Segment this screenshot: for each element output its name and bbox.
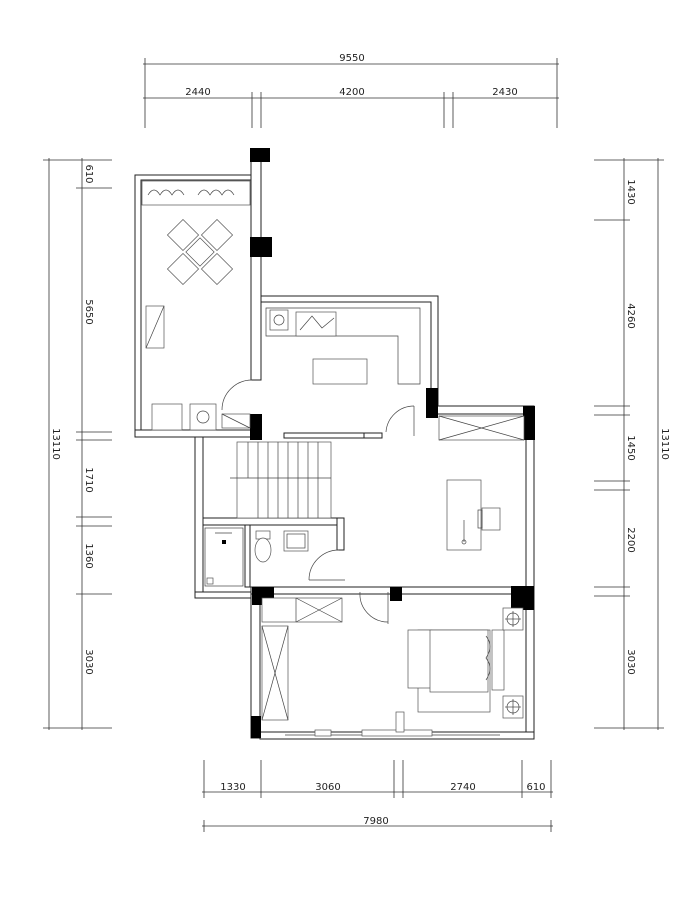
washing-machine [151, 403, 217, 431]
dimension-right-segment-2: 4260 [625, 303, 636, 328]
dimension-right-segment-1: 1430 [625, 179, 636, 204]
kitchen-island [312, 358, 368, 385]
study-area [438, 415, 525, 551]
wardrobe [261, 597, 343, 721]
structural-columns [250, 148, 535, 738]
bedroom-window [285, 711, 500, 737]
dimension-left-total: 13110 [50, 428, 61, 460]
dimension-top-segment-2: 4200 [339, 87, 364, 98]
kitchen-door-swing [385, 405, 415, 436]
balcony-door-swing [221, 379, 253, 429]
nightstands [502, 607, 524, 719]
balcony-cabinet [145, 305, 165, 349]
dimension-bottom-segment-4: 610 [526, 782, 545, 793]
dimension-top-segment-3: 2430 [492, 87, 517, 98]
bottom-dimension-lines [202, 760, 553, 832]
dimension-right-segment-5: 3030 [625, 649, 636, 674]
dimension-bottom-segment-2: 3060 [315, 782, 340, 793]
planter-box [141, 180, 251, 206]
dimension-bottom-segment-1: 1330 [220, 782, 245, 793]
bedroom-door-swing [359, 591, 389, 624]
dimension-left-segment-2: 5650 [83, 299, 94, 324]
dimension-right-total: 13110 [659, 428, 670, 460]
dimension-top-segment-1: 2440 [185, 87, 210, 98]
bathroom-door-swing [308, 549, 345, 581]
dimension-top-total: 9550 [339, 53, 364, 64]
dimension-right-segment-3: 1450 [625, 435, 636, 460]
dimension-left-segment-4: 1360 [83, 543, 94, 568]
dimension-bottom-total: 7980 [363, 816, 388, 827]
bed [407, 629, 505, 713]
left-dimension-lines [43, 158, 112, 730]
dimension-left-segment-1: 610 [83, 164, 94, 183]
dimension-left-segment-3: 1710 [83, 467, 94, 492]
dimension-bottom-segment-3: 2740 [450, 782, 475, 793]
dining-table-set [166, 218, 234, 286]
dimension-right-segment-4: 2200 [625, 527, 636, 552]
top-dimension-lines [143, 58, 559, 128]
bathroom-fixtures [204, 527, 309, 587]
dimension-left-segment-5: 3030 [83, 649, 94, 674]
kitchen-counter [265, 307, 421, 385]
right-dimension-lines [594, 158, 664, 730]
staircase [230, 441, 332, 519]
